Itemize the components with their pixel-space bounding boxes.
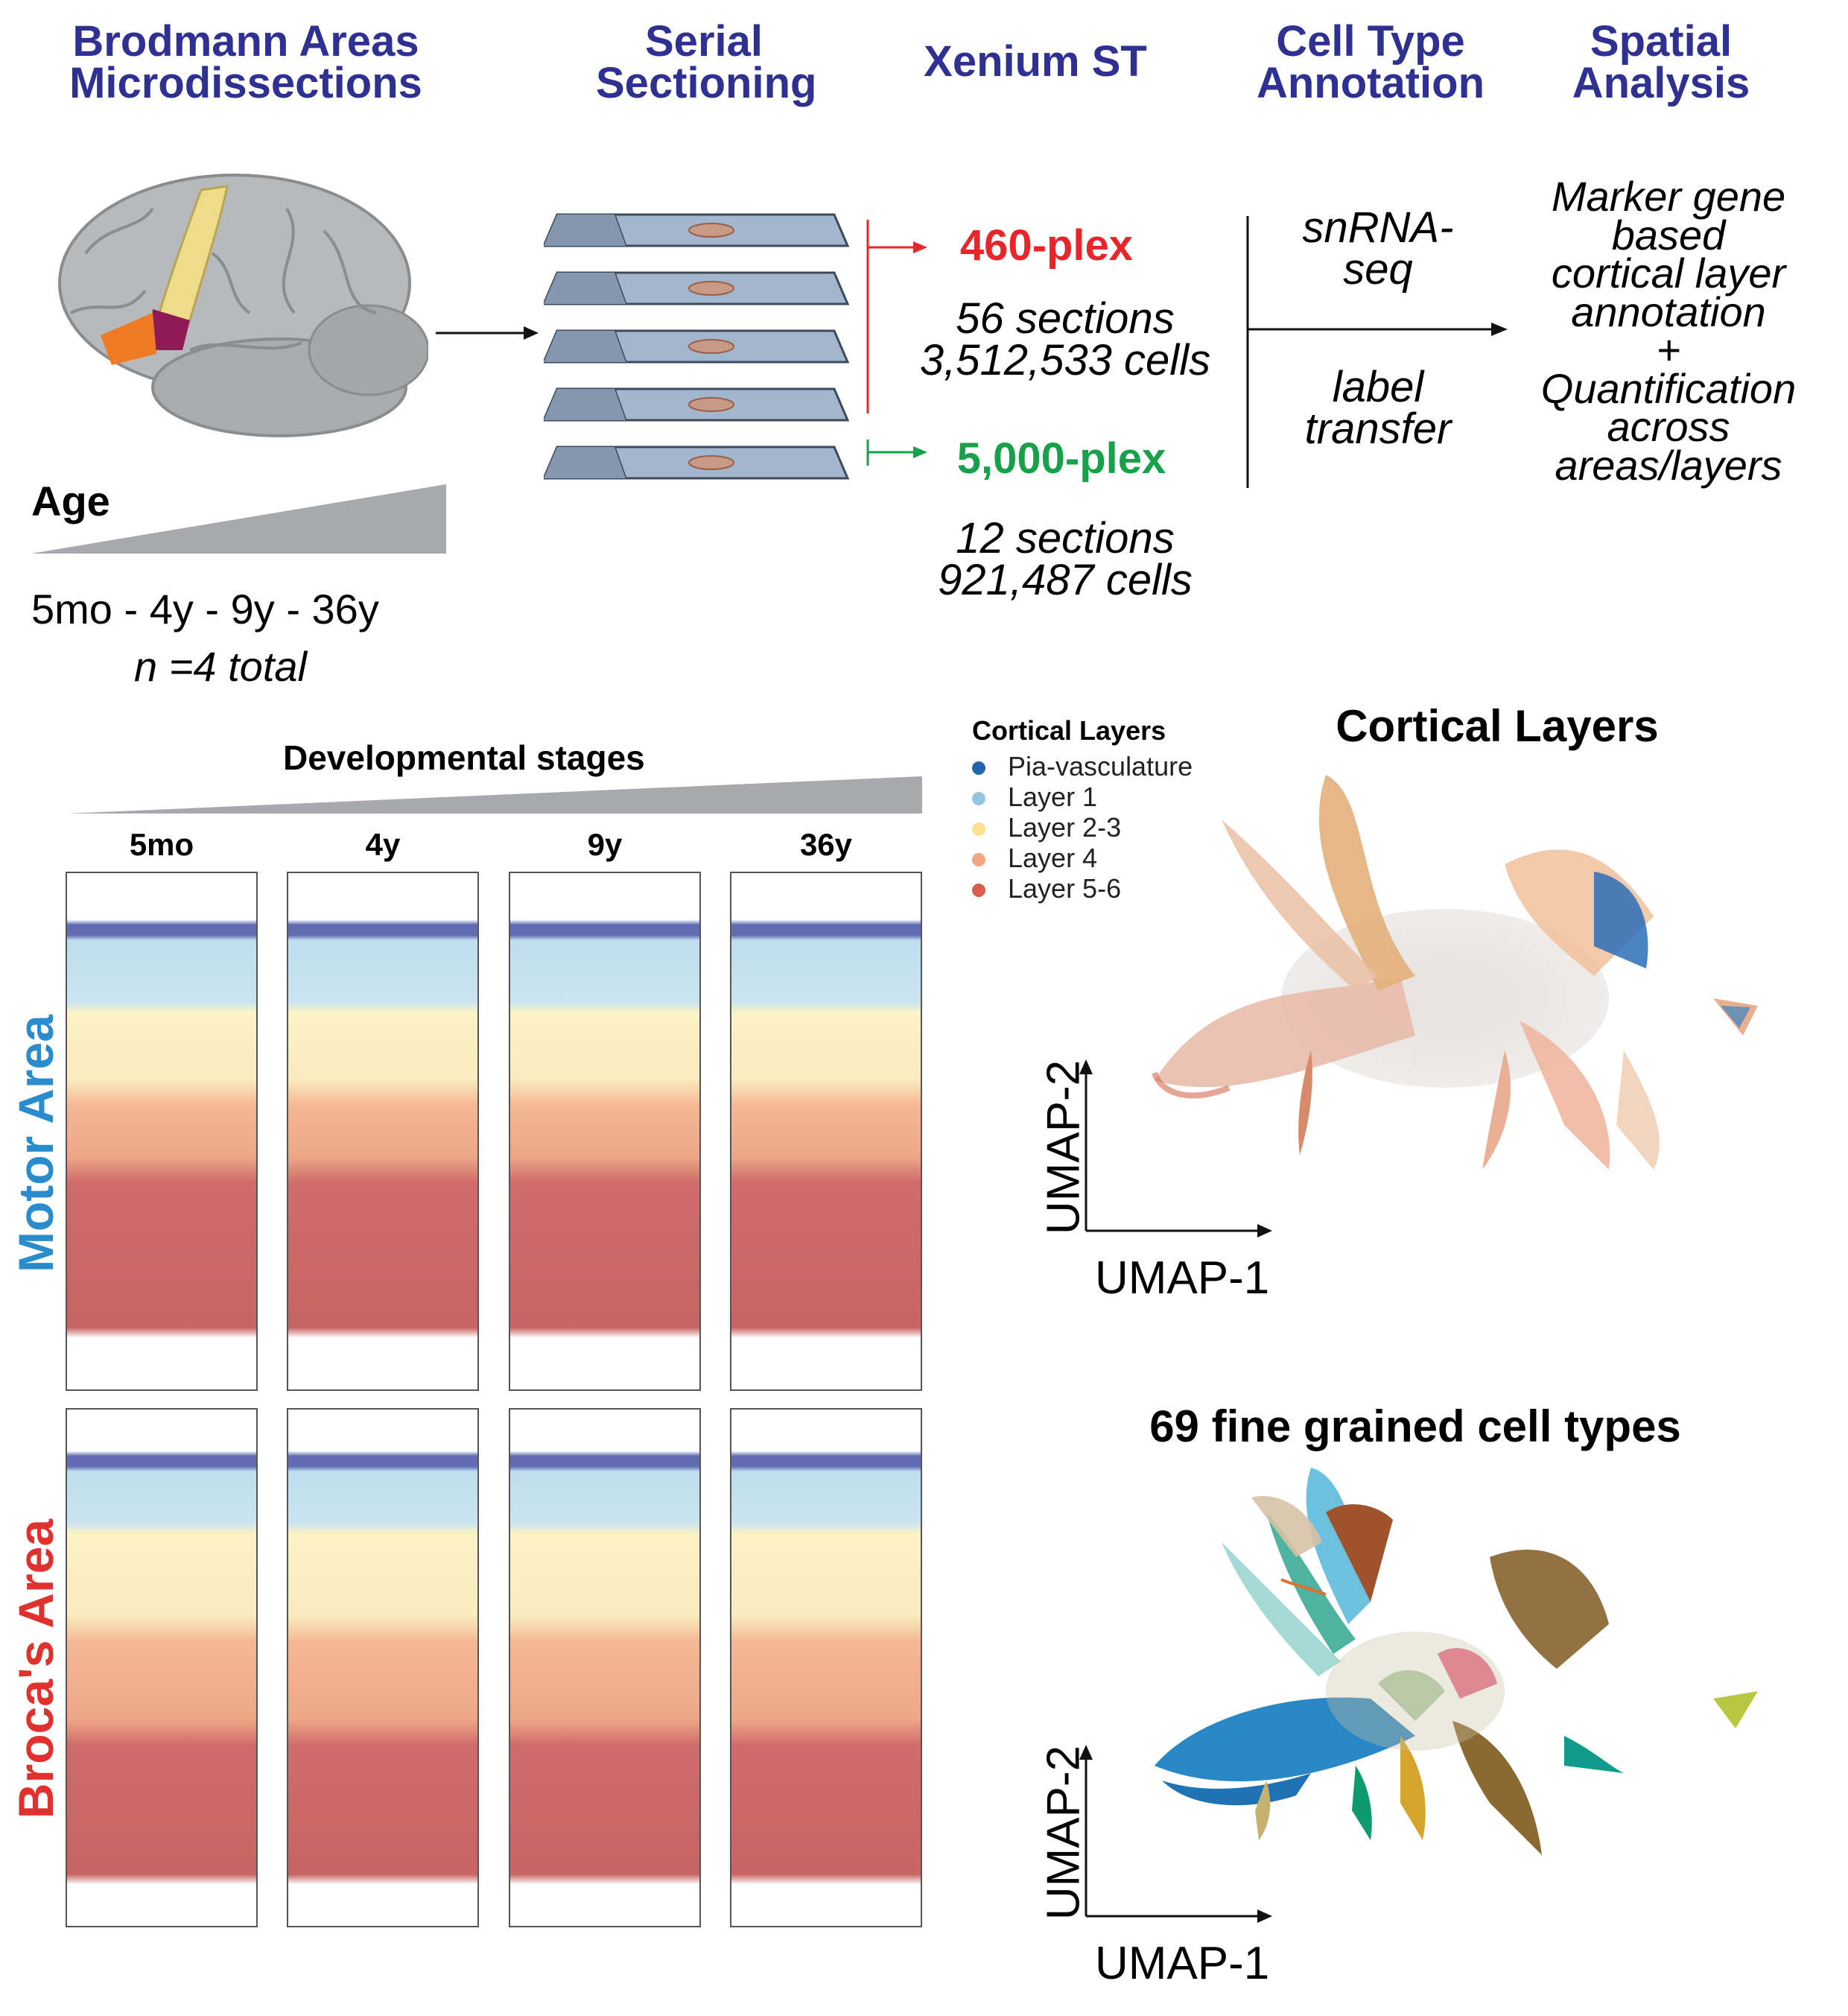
panel-motor-5mo (66, 872, 258, 1391)
dev-stages-wedge (67, 776, 922, 814)
annotation-arrow (1246, 216, 1508, 488)
legend-dot-icon (972, 792, 985, 806)
panel-broca-4y (287, 1408, 479, 1927)
umap1-axes (1079, 1059, 1272, 1237)
tissue-map (288, 1410, 477, 1926)
stage-label-36y: 36y (799, 827, 853, 862)
age-values: 5mo - 4y - 9y - 36y (31, 586, 379, 633)
legend-item: Layer 1 (972, 782, 1193, 812)
age-label: Age (31, 478, 110, 524)
tissue-map (510, 873, 699, 1389)
umap1-xlabel: UMAP-1 (1095, 1252, 1270, 1304)
tissue-map (67, 1410, 256, 1926)
legend-item-label: Layer 4 (1008, 843, 1098, 873)
legend-item: Pia-vasculature (972, 751, 1193, 782)
tissue-map (731, 1410, 921, 1926)
legend-item: Layer 2-3 (972, 812, 1193, 843)
header-serial-sectioning: Serial Sectioning (596, 17, 817, 107)
annotation-snrna: snRNA- seq (1302, 203, 1454, 294)
plex-5000-label: 5,000-plex (956, 434, 1166, 483)
arrow-to-sectioning (436, 326, 539, 340)
umap2-plot (1155, 1468, 1758, 1855)
panel-broca-9y (509, 1408, 701, 1927)
brain-illustration (58, 174, 428, 437)
legend-item: Layer 5-6 (972, 873, 1193, 904)
legend-dot-icon (972, 853, 985, 867)
panel-broca-5mo (66, 1408, 258, 1927)
legend-dot-icon (972, 884, 985, 898)
umap1-ylabel: UMAP-2 (1038, 1059, 1090, 1235)
panel-motor-36y (730, 872, 922, 1391)
umap1-title: Cortical Layers (1336, 701, 1659, 751)
bracket-460 (866, 220, 927, 413)
umap2-ylabel: UMAP-2 (1038, 1745, 1090, 1921)
header-spatial: Spatial Analysis (1572, 17, 1750, 107)
dev-stages-title: Developmental stages (283, 738, 645, 777)
legend-dot-icon (972, 822, 985, 837)
stage-label-9y: 9y (587, 827, 623, 862)
umap2-xlabel: UMAP-1 (1095, 1938, 1270, 1989)
legend-title: Cortical Layers (972, 715, 1166, 746)
tissue-map (67, 873, 256, 1389)
umap2-title: 69 fine grained cell types (1149, 1401, 1681, 1451)
sections-460: 56 sections 3,512,533 cells (919, 294, 1211, 384)
tissue-map (288, 873, 477, 1389)
panel-motor-9y (509, 872, 701, 1391)
legend-item-label: Pia-vasculature (1008, 751, 1193, 782)
serial-slides (544, 213, 850, 480)
row-label-broca-text: Broca's Area (8, 1518, 63, 1819)
tissue-map (731, 873, 921, 1389)
umap2-axes (1079, 1745, 1272, 1923)
row-label-motor-text: Motor Area (8, 1015, 63, 1272)
legend-item-label: Layer 1 (1008, 782, 1098, 812)
header-brodmann: Brodmann Areas Microdissections (69, 17, 422, 107)
legend-dot-icon (972, 761, 985, 776)
panel-broca-36y (730, 1408, 922, 1927)
annotation-label-transfer: label transfer (1304, 363, 1452, 453)
stage-label-4y: 4y (365, 827, 401, 862)
plex-460-label: 460-plex (959, 221, 1134, 270)
header-xenium: Xenium ST (924, 37, 1147, 86)
legend-item-label: Layer 2-3 (1008, 812, 1122, 843)
bracket-5000 (866, 440, 927, 466)
spatial-analysis-text: Marker gene based cortical layer annotat… (1540, 173, 1797, 489)
age-wedge (31, 484, 446, 554)
sections-5000: 12 sections 921,487 cells (938, 514, 1193, 604)
stage-label-5mo: 5mo (129, 827, 194, 862)
panel-motor-4y (287, 872, 479, 1391)
header-cell-type: Cell Type Annotation (1256, 17, 1485, 107)
legend-item-label: Layer 5-6 (1008, 873, 1122, 904)
age-n: n =4 total (134, 643, 307, 690)
legend-item: Layer 4 (972, 843, 1193, 873)
umap1-plot (1152, 775, 1758, 1170)
tissue-map (510, 1410, 699, 1926)
